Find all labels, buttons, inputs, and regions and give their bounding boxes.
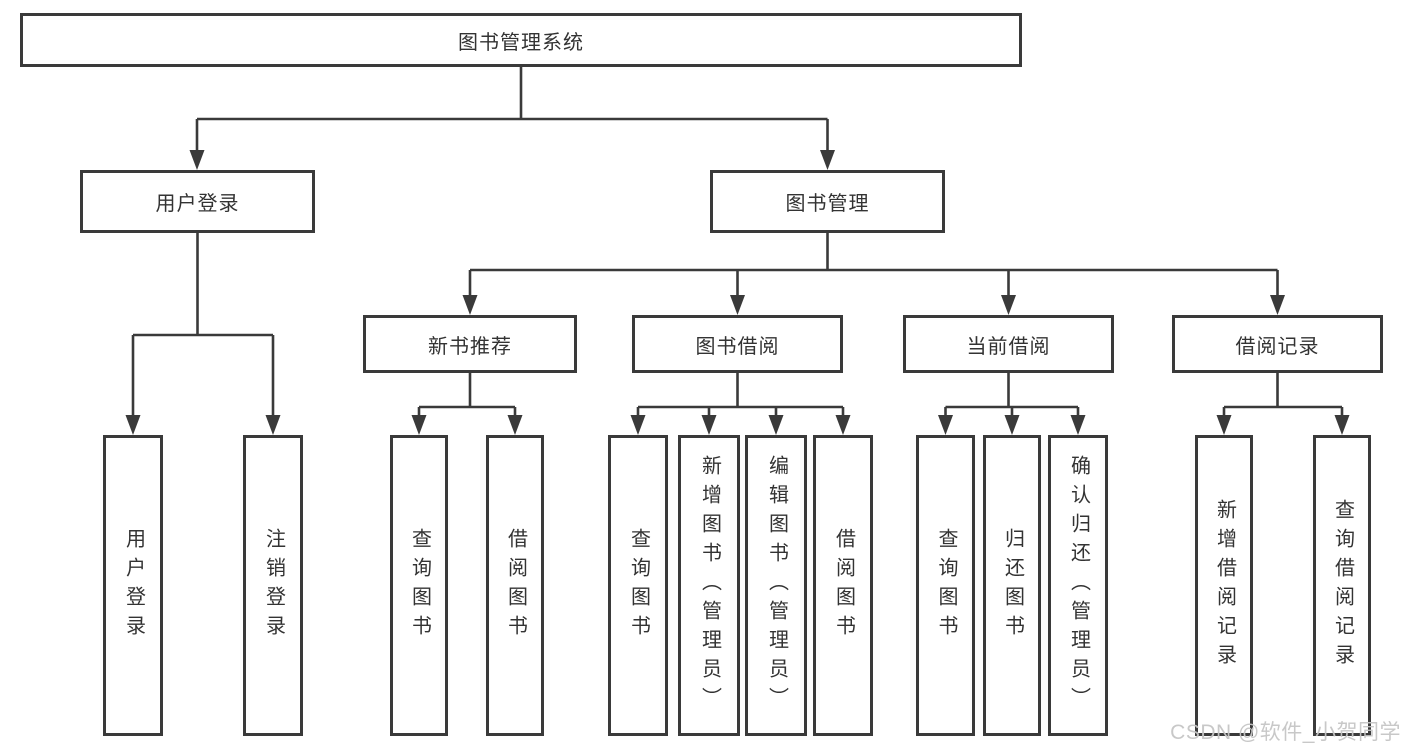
leaf-confirm-return-admin-label: 确认归还（管理员）	[1067, 455, 1090, 716]
leaf-add-borrow-record: 新增借阅记录	[1195, 435, 1253, 736]
leaf-current-query-book: 查询图书	[916, 435, 975, 736]
leaf-recommend-borrow-book: 借阅图书	[486, 435, 544, 736]
leaf-borrow-book-label: 借阅图书	[832, 527, 855, 644]
leaf-return-book: 归还图书	[983, 435, 1041, 736]
leaf-current-query-book-label: 查询图书	[935, 527, 957, 644]
node-current-borrow-label: 当前借阅	[966, 335, 1051, 358]
leaf-logout: 注销登录	[243, 435, 303, 736]
leaf-recommend-borrow-book-label: 借阅图书	[504, 527, 527, 644]
node-new-book-recommend: 新书推荐	[363, 315, 577, 373]
watermark: CSDN @软件_小贺同学	[1170, 721, 1401, 744]
node-user-login-label: 用户登录	[155, 193, 240, 215]
leaf-recommend-query-book: 查询图书	[390, 435, 448, 736]
leaf-recommend-query-book-label: 查询图书	[408, 527, 431, 644]
leaf-user-login: 用户登录	[103, 435, 163, 736]
node-root-label: 图书管理系统	[458, 31, 584, 54]
leaf-add-borrow-record-label: 新增借阅记录	[1213, 498, 1236, 673]
node-book-borrow-label: 图书借阅	[695, 335, 780, 358]
leaf-edit-book-admin: 编辑图书（管理员）	[745, 435, 807, 736]
node-borrow-record: 借阅记录	[1172, 315, 1383, 373]
leaf-borrow-query-book: 查询图书	[608, 435, 668, 736]
leaf-borrow-query-book-label: 查询图书	[627, 527, 650, 644]
node-root: 图书管理系统	[20, 13, 1022, 67]
node-borrow-record-label: 借阅记录	[1235, 335, 1320, 358]
node-current-borrow: 当前借阅	[903, 315, 1114, 373]
leaf-user-login-label: 用户登录	[122, 527, 145, 644]
node-book-management: 图书管理	[710, 170, 945, 233]
leaf-add-book-admin-label: 新增图书（管理员）	[698, 455, 721, 716]
node-user-login: 用户登录	[80, 170, 315, 233]
leaf-return-book-label: 归还图书	[1001, 527, 1024, 644]
leaf-confirm-return-admin: 确认归还（管理员）	[1048, 435, 1108, 736]
leaf-logout-label: 注销登录	[262, 527, 285, 644]
leaf-add-book-admin: 新增图书（管理员）	[678, 435, 740, 736]
leaf-borrow-book: 借阅图书	[813, 435, 873, 736]
node-book-management-label: 图书管理	[785, 193, 870, 215]
node-new-book-recommend-label: 新书推荐	[428, 335, 512, 358]
leaf-edit-book-admin-label: 编辑图书（管理员）	[765, 455, 788, 716]
leaf-query-borrow-record: 查询借阅记录	[1313, 435, 1371, 736]
node-book-borrow: 图书借阅	[632, 315, 843, 373]
leaf-query-borrow-record-label: 查询借阅记录	[1331, 498, 1354, 673]
